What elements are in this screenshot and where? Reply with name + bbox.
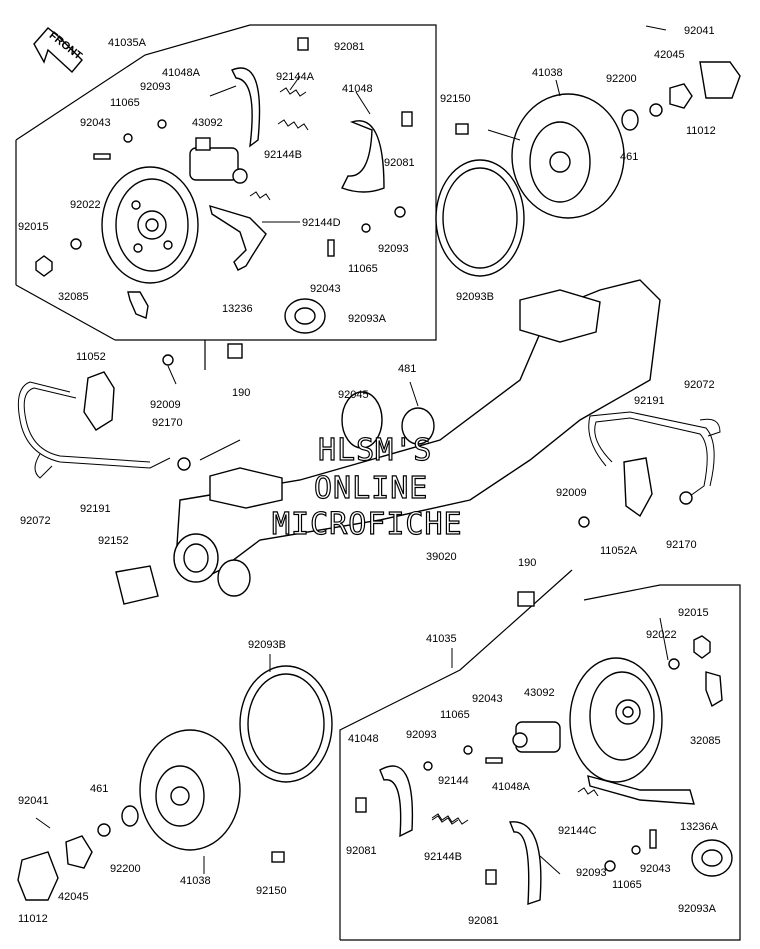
- front-arrow: FRONT: [33, 27, 84, 74]
- lower-backing-plate: [517, 591, 733, 877]
- part-label: 92081: [334, 41, 365, 53]
- part-label: 92144B: [424, 851, 462, 863]
- part-label: 92144C: [558, 825, 597, 837]
- part-label: 92150: [256, 885, 287, 897]
- part-label: 92041: [684, 25, 715, 37]
- part-label: 92170: [152, 417, 183, 429]
- part-label: 41038: [180, 875, 211, 887]
- part-label: 92043: [80, 117, 111, 129]
- part-label: 92093B: [248, 639, 286, 651]
- part-labels: 41035A 92081 92041 41048A 92144A 41048 4…: [18, 25, 721, 927]
- part-label: 11052A: [600, 545, 638, 557]
- watermark-line-2: ONLINE: [314, 471, 428, 506]
- part-label: 92081: [346, 845, 377, 857]
- part-label: 13236A: [680, 821, 719, 833]
- part-label: 92015: [18, 221, 49, 233]
- leader-lines: [167, 75, 669, 875]
- part-label: 461: [90, 783, 108, 795]
- part-label: 41048A: [162, 67, 201, 79]
- part-label: 11012: [686, 125, 716, 137]
- part-label: 92022: [70, 199, 101, 211]
- part-label: 92170: [666, 539, 697, 551]
- watermark: HLSM'S ONLINE MICROFICHE: [271, 432, 463, 542]
- part-label: 92009: [556, 487, 587, 499]
- part-label: 92093A: [348, 313, 387, 325]
- upper-wheel-cylinder: [189, 137, 248, 184]
- upper-adjuster-lever: [209, 204, 267, 271]
- upper-brake-box: [15, 24, 437, 370]
- part-label: 11012: [18, 913, 48, 925]
- brake-lines: [17, 354, 721, 528]
- part-label: 41048: [348, 733, 379, 745]
- part-label: 92081: [468, 915, 499, 927]
- part-label: 92045: [338, 389, 369, 401]
- part-label: 190: [232, 387, 250, 399]
- part-label: 92081: [384, 157, 415, 169]
- part-label: 11052: [76, 351, 106, 363]
- lower-wheel-cylinder: [512, 721, 561, 753]
- part-label: 190: [518, 557, 536, 569]
- part-label: 11065: [612, 879, 642, 891]
- part-label: 43092: [192, 117, 223, 129]
- part-label: 92144D: [302, 217, 341, 229]
- watermark-line-3: MICROFICHE: [272, 507, 463, 542]
- part-label: 92041: [18, 795, 49, 807]
- part-label: 11065: [110, 97, 140, 109]
- lower-brake-box: [339, 569, 741, 941]
- part-label: 32085: [58, 291, 89, 303]
- part-label: 92015: [678, 607, 709, 619]
- part-label: 92093: [406, 729, 437, 741]
- upper-right-drum: [435, 25, 741, 277]
- upper-springs: [249, 87, 309, 201]
- part-label: 481: [398, 363, 416, 375]
- part-label: 13236: [222, 303, 253, 315]
- part-label: 43092: [524, 687, 555, 699]
- part-label: 92093A: [678, 903, 717, 915]
- lower-brake-shoes: [355, 745, 695, 905]
- watermark-line-1: HLSM'S: [318, 433, 432, 468]
- part-label: 39020: [426, 551, 457, 563]
- upper-backing-plate: [101, 166, 199, 284]
- part-label: 92093: [140, 81, 171, 93]
- part-label: 92144A: [276, 71, 315, 83]
- part-label: 42045: [654, 49, 685, 61]
- part-label: 41048A: [492, 781, 531, 793]
- part-label: 92043: [640, 863, 671, 875]
- part-label: 92072: [684, 379, 715, 391]
- part-label: 92191: [80, 503, 111, 515]
- upper-small-parts: [35, 119, 406, 359]
- part-label: 92072: [20, 515, 51, 527]
- part-label: 11065: [440, 709, 470, 721]
- part-label: 92191: [634, 395, 665, 407]
- part-label: 41048: [342, 83, 373, 95]
- part-label: 92093: [576, 867, 607, 879]
- part-label: 92150: [440, 93, 471, 105]
- part-label: 92022: [646, 629, 677, 641]
- part-label: 41038: [532, 67, 563, 79]
- part-label: 42045: [58, 891, 89, 903]
- part-label: 92200: [110, 863, 141, 875]
- part-label: 92093: [378, 243, 409, 255]
- part-label: 41035A: [108, 37, 147, 49]
- axle-housing: [115, 279, 661, 605]
- part-label: 92144B: [264, 149, 302, 161]
- part-label: 41035: [426, 633, 457, 645]
- lower-left-drum: [17, 665, 333, 901]
- part-label: 92043: [472, 693, 503, 705]
- part-label: 32085: [690, 735, 721, 747]
- part-label: 92152: [98, 535, 129, 547]
- upper-brake-shoes: [231, 37, 413, 193]
- part-label: 11065: [348, 263, 378, 275]
- part-label: 461: [620, 151, 638, 163]
- part-label: 92093B: [456, 291, 494, 303]
- part-label: 92009: [150, 399, 181, 411]
- part-label: 92043: [310, 283, 341, 295]
- part-label: 92200: [606, 73, 637, 85]
- part-label: 92144: [438, 775, 469, 787]
